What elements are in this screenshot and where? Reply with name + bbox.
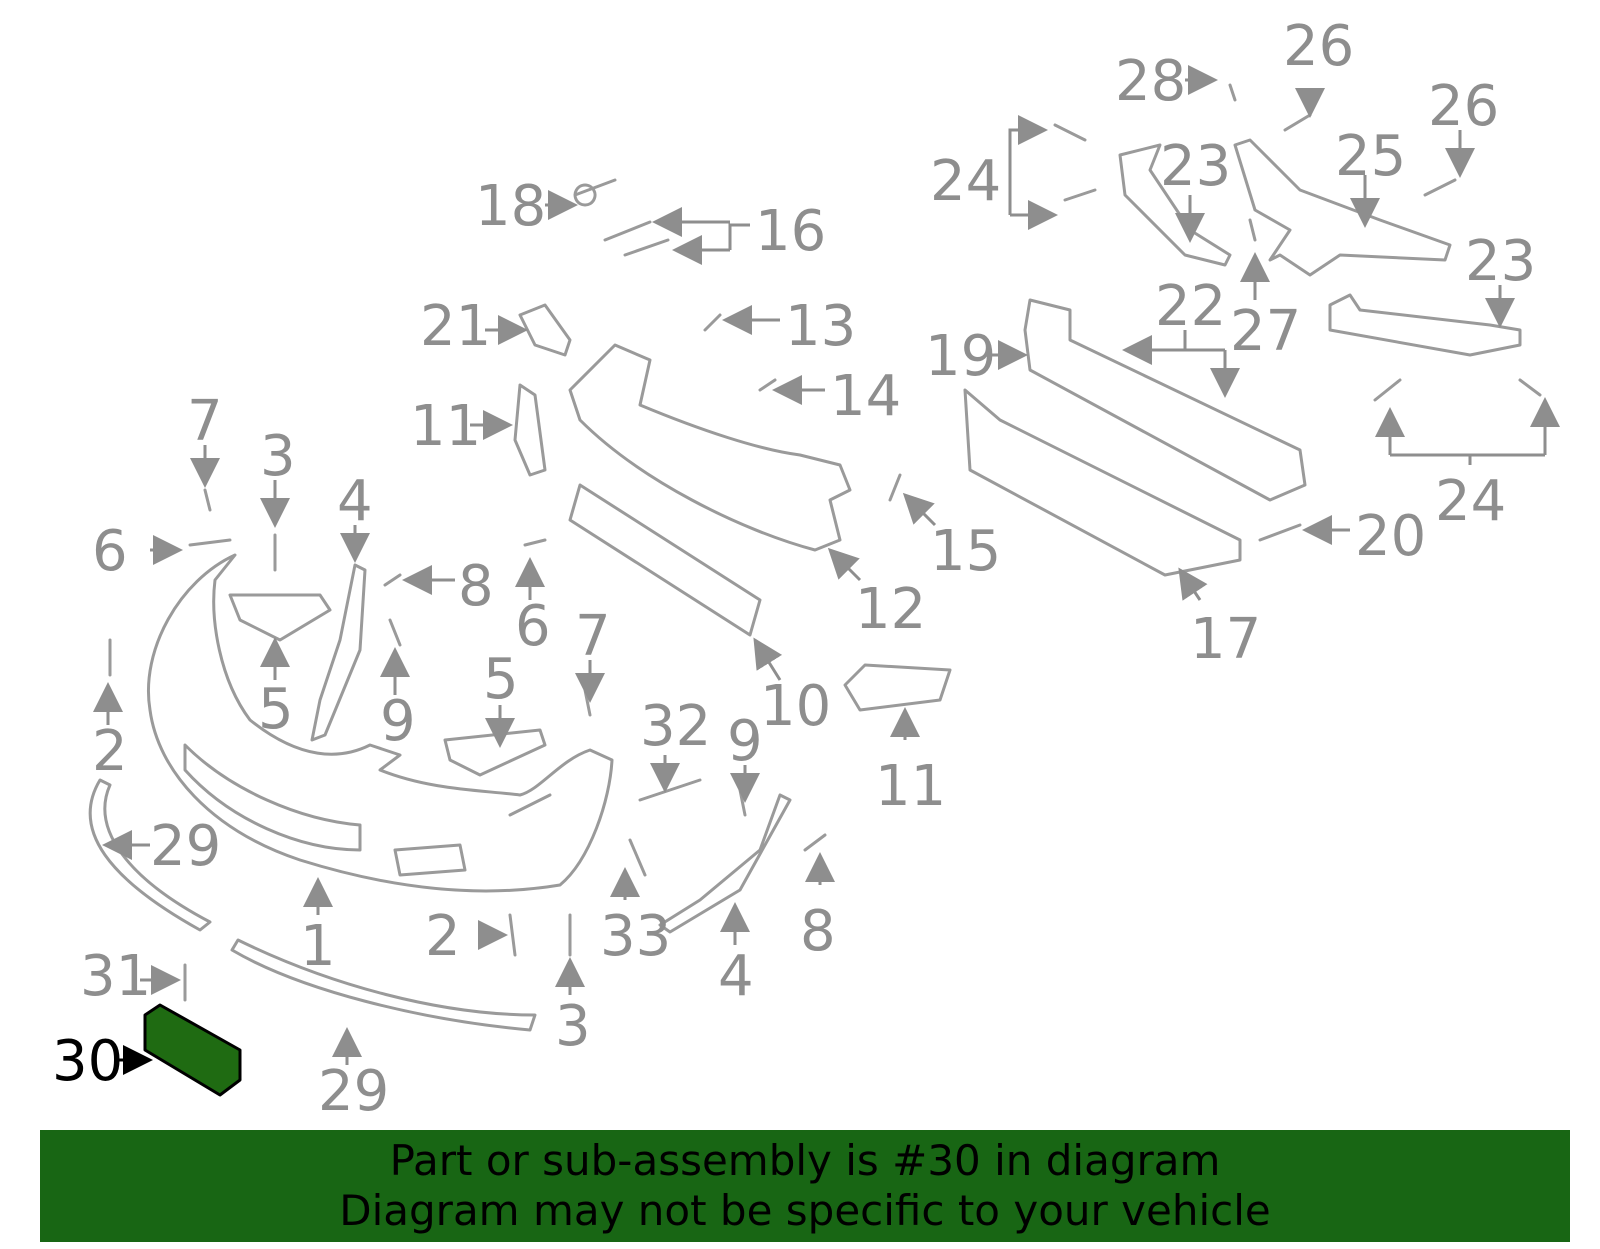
callout-6b: 6 (515, 594, 551, 659)
bracket-5-right-part (443, 728, 547, 777)
callout-7b: 7 (575, 604, 611, 669)
callout-24a: 24 (930, 149, 1001, 214)
callout-11a: 11 (410, 394, 481, 459)
bracket-23-right-part (1328, 293, 1522, 357)
callout-3b: 3 (555, 994, 591, 1059)
bracket-21-part (518, 303, 572, 357)
callout-29a: 29 (150, 814, 221, 879)
callout-7a: 7 (187, 389, 223, 454)
callout-24b: 24 (1435, 469, 1506, 534)
callout-28: 28 (1115, 49, 1186, 114)
callout-25: 25 (1335, 124, 1406, 189)
callout-11b: 11 (875, 754, 946, 819)
callout-1: 1 (300, 914, 336, 979)
callout-5a: 5 (258, 677, 294, 742)
banner-line-2: Diagram may not be specific to your vehi… (339, 1186, 1271, 1235)
callout-13: 13 (785, 294, 856, 359)
callout-4a: 4 (337, 469, 373, 534)
callout-10: 10 (760, 674, 831, 739)
callout-16: 16 (755, 199, 826, 264)
callout-12: 12 (855, 577, 926, 642)
callout-19: 19 (925, 324, 996, 389)
parts-diagram: 1 2 2 3 3 4 4 5 5 6 6 7 7 8 8 9 9 10 11 … (52, 14, 1560, 1124)
callout-5b: 5 (483, 647, 519, 712)
side-bracket-left-part (310, 563, 367, 742)
deflector-lower-part (230, 938, 537, 1032)
callout-20: 20 (1355, 504, 1426, 569)
callout-18: 18 (475, 174, 546, 239)
callout-9b: 9 (727, 709, 763, 774)
callout-23b: 23 (1465, 229, 1536, 294)
deflector-upper-part (88, 778, 212, 932)
callout-30: 30 (52, 1029, 123, 1094)
callout-14: 14 (830, 364, 901, 429)
callout-3a: 3 (260, 424, 296, 489)
energy-absorber-part (568, 343, 852, 552)
leader-arrows (93, 65, 1560, 1075)
side-bracket-right-part (658, 793, 792, 934)
callout-8a: 8 (458, 554, 494, 619)
callout-26b: 26 (1428, 74, 1499, 139)
support-25-part (1233, 138, 1452, 277)
callout-4b: 4 (718, 944, 754, 1009)
side-trim-upper-part (513, 383, 547, 477)
bumper-cover-part (147, 553, 614, 893)
bracket-5-left-part (228, 593, 332, 642)
callout-2a: 2 (92, 719, 128, 784)
bracket-23-left-part (1118, 143, 1232, 267)
fasteners (108, 83, 1542, 1002)
info-banner: Part or sub-assembly is #30 in diagram D… (40, 1130, 1570, 1242)
callout-23a: 23 (1160, 134, 1231, 199)
callout-8b: 8 (800, 899, 836, 964)
callout-15: 15 (930, 519, 1001, 584)
absorber-17-part (963, 388, 1242, 577)
fog-trim-part (843, 663, 952, 712)
callout-9a: 9 (380, 689, 416, 754)
callout-26a: 26 (1283, 14, 1354, 79)
callout-21: 21 (420, 294, 491, 359)
callout-27: 27 (1230, 299, 1301, 364)
callout-33: 33 (600, 904, 671, 969)
banner-line-1: Part or sub-assembly is #30 in diagram (389, 1136, 1221, 1185)
callout-32: 32 (640, 694, 711, 759)
callout-17: 17 (1190, 607, 1261, 672)
part-30-highlighted[interactable] (143, 1003, 242, 1097)
callout-2b: 2 (425, 904, 461, 969)
lower-grille-part (568, 483, 762, 637)
callout-6a: 6 (92, 519, 128, 584)
callout-31: 31 (80, 944, 151, 1009)
callout-29b: 29 (318, 1059, 389, 1124)
callout-22: 22 (1155, 274, 1226, 339)
